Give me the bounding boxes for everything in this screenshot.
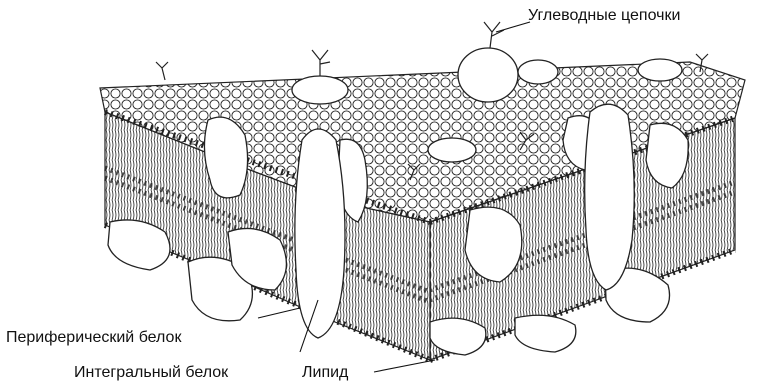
label-integral-protein: Интегральный белок xyxy=(74,365,228,381)
protein-blob xyxy=(515,315,576,352)
protein-blob xyxy=(638,59,682,81)
protein-blob xyxy=(428,138,476,162)
label-lipid: Липид xyxy=(302,365,348,381)
protein-blob xyxy=(458,48,518,102)
protein-blob xyxy=(204,117,247,198)
leader-peripheral xyxy=(258,308,300,318)
leader-carbohydrate xyxy=(496,22,530,32)
label-peripheral-protein: Периферический белок xyxy=(6,330,181,346)
protein-blob xyxy=(518,60,558,84)
protein-blob xyxy=(292,76,348,104)
integral-protein-shape xyxy=(295,129,345,338)
leader-lipid xyxy=(374,360,435,372)
label-carbohydrate-chains: Углеводные цепочки xyxy=(528,8,680,24)
integral-protein-shape xyxy=(585,104,635,290)
